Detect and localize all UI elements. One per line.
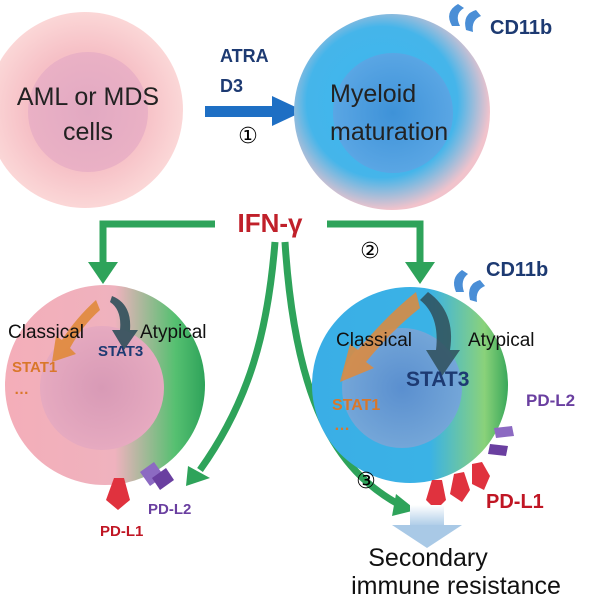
ifn-arrowheads [88,262,435,516]
aml-mds-cell [0,12,183,208]
right-pdl2-label: PD-L2 [526,391,575,410]
right-stat3-label: STAT3 [406,368,469,391]
myeloid-label-line2: maturation [330,118,448,146]
left-pdl2-receptor-icon [140,462,174,490]
left-atypical-label: Atypical [140,322,207,343]
right-stat1-label: STAT1 [332,397,380,414]
resistance-label-line1: Secondary [368,544,488,572]
left-pdl1-label: PD-L1 [100,523,143,540]
left-stat3-label: STAT3 [98,343,143,360]
right-stat1-ellipsis: … [334,417,350,434]
left-stat1-ellipsis: … [14,381,29,398]
ifn-gamma-label: IFN-γ [238,208,304,238]
right-pdl1-label: PD-L1 [486,491,544,513]
cd11b-top-label: CD11b [490,17,552,39]
step3-marker: ③ [356,468,376,493]
right-cd11b-receptor-icon [454,270,485,302]
drug-d3-label: D3 [220,76,243,96]
myeloid-label-line1: Myeloid [330,80,416,108]
step1-marker: ① [238,123,258,148]
left-stat1-label: STAT1 [12,359,57,376]
right-pdl1-receptor-icon [426,462,490,510]
cd11b-receptor-icon [449,4,481,32]
aml-cell-label-line1: AML or MDS [17,83,159,111]
left-pdl1-receptor-icon [106,478,130,510]
right-pdl2-receptor-icon [488,426,514,456]
left-classical-label: Classical [8,322,84,343]
right-cd11b-label: CD11b [486,259,548,281]
right-classical-label: Classical [336,330,412,351]
aml-cell-label-line2: cells [63,118,113,146]
right-atypical-label: Atypical [468,330,535,351]
step2-marker: ② [360,238,380,263]
myeloid-cell [294,14,490,210]
left-ifn-treated-cell [5,285,205,485]
resistance-label-line2: immune resistance [351,572,561,599]
maturation-arrow [205,96,304,126]
right-ifn-treated-myeloid-cell [312,287,508,483]
drug-atra-label: ATRA [220,46,269,66]
left-pdl2-label: PD-L2 [148,501,191,518]
resistance-down-arrow [392,505,462,548]
